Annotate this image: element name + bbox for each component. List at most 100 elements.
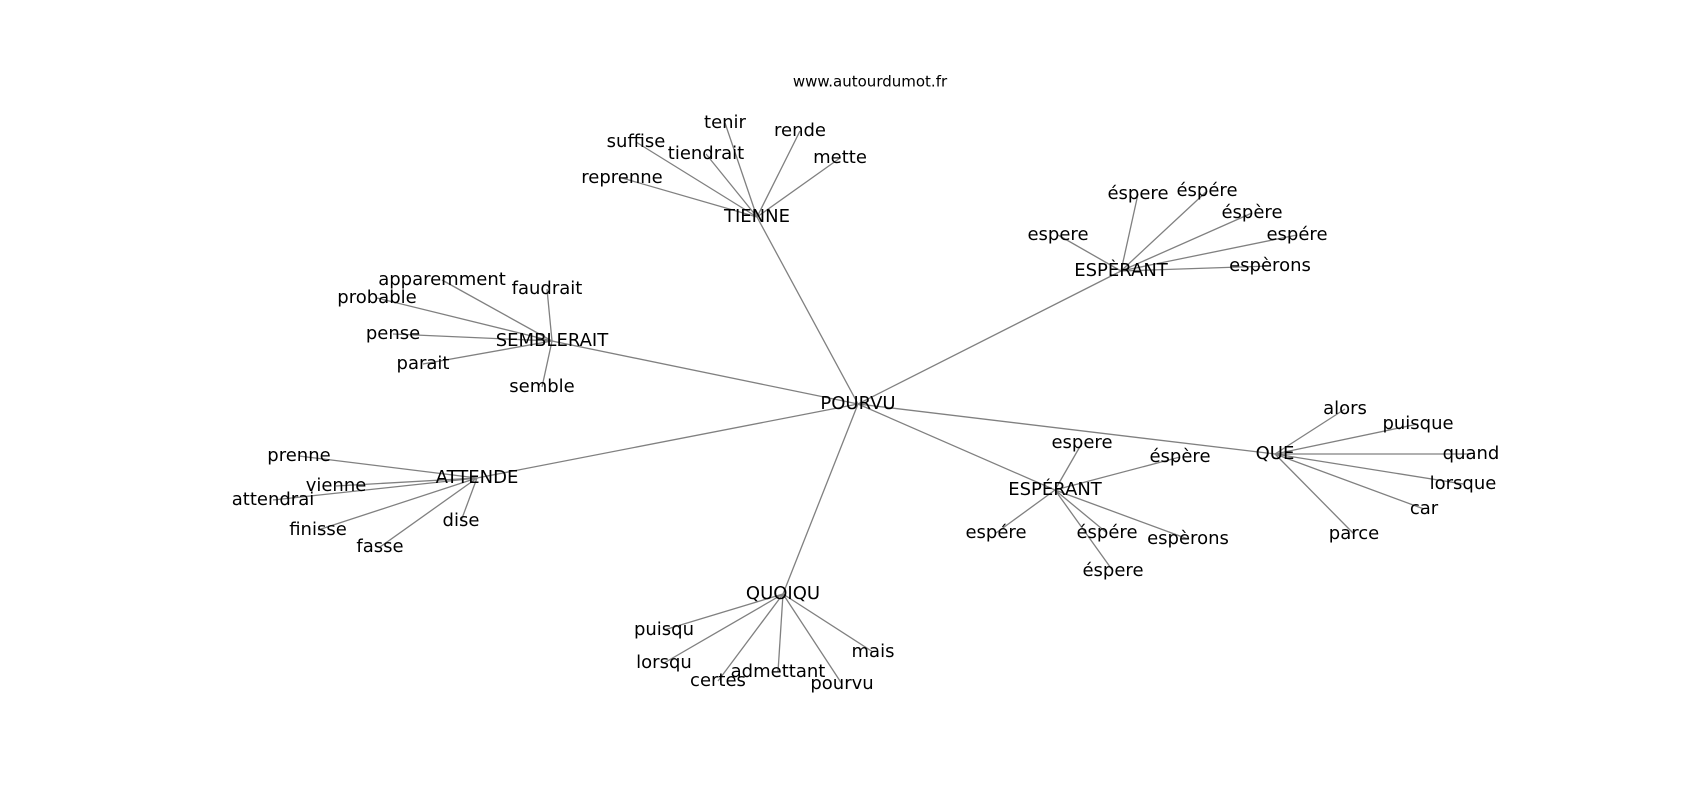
hub-word-node[interactable]: ATTENDE — [436, 467, 519, 488]
leaf-word-node[interactable]: parce — [1329, 523, 1379, 544]
edge-hub-word — [1274, 423, 1419, 455]
edge-hub-word — [717, 593, 784, 682]
leaf-word-node[interactable]: semble — [509, 376, 575, 397]
leaf-word-node[interactable]: éspère — [1149, 446, 1210, 467]
leaf-word-node[interactable]: tiendrait — [668, 143, 744, 164]
leaf-word-node[interactable]: faudrait — [512, 278, 583, 299]
edge-center-hub — [857, 270, 1122, 405]
hub-word-node[interactable]: SEMBLERAIT — [496, 330, 609, 351]
edge-hub-word — [1054, 442, 1083, 491]
edges — [272, 122, 1471, 685]
leaf-word-node[interactable]: éspere — [1082, 560, 1143, 581]
edge-hub-word — [541, 340, 553, 388]
leaf-word-node[interactable]: parait — [397, 353, 450, 374]
edge-hub-word — [272, 477, 478, 501]
edge-hub-word — [1274, 453, 1425, 510]
leaf-word-node[interactable]: dise — [443, 510, 480, 531]
leaf-word-node[interactable]: tenir — [704, 112, 747, 133]
hub-word-node[interactable]: TIENNE — [723, 206, 790, 227]
hub-word-node[interactable]: ESPÉRANT — [1008, 478, 1103, 500]
edge-hub-word — [1054, 489, 1114, 572]
leaf-word-node[interactable]: espere — [1051, 432, 1112, 453]
labels: www.autourdumot.fr TIENNE reprenne suffise… — [232, 73, 1500, 695]
edge-hub-word — [317, 477, 478, 531]
leaf-word-node[interactable]: finisse — [289, 519, 347, 540]
leaf-word-node[interactable]: éspere — [1107, 183, 1168, 204]
edge-center-hub — [756, 216, 859, 405]
edge-hub-word — [705, 153, 758, 218]
leaf-word-node[interactable]: éspère — [1221, 202, 1282, 223]
edge-hub-word — [1120, 265, 1271, 272]
edge-hub-word — [756, 157, 841, 218]
leaf-word-node[interactable]: prenne — [267, 445, 330, 466]
center-word-node[interactable]: POURVU — [820, 393, 895, 414]
edge-hub-word — [1120, 234, 1298, 272]
edge-hub-word — [724, 122, 758, 218]
edge-center-hub — [857, 403, 1276, 455]
edge-hub-word — [298, 455, 478, 479]
leaf-word-node[interactable]: éspére — [1076, 522, 1137, 543]
edge-hub-word — [441, 279, 553, 342]
edge-hub-word — [1054, 456, 1181, 491]
edge-hub-word — [621, 177, 758, 218]
hub-word-node[interactable]: QUOIQU — [746, 583, 820, 604]
edge-hub-word — [422, 340, 553, 365]
leaf-word-node[interactable]: apparemment — [378, 269, 506, 290]
leaf-word-node[interactable]: espèrons — [1229, 255, 1311, 276]
leaf-word-node[interactable]: probable — [337, 287, 416, 308]
leaf-word-node[interactable]: rende — [774, 120, 826, 141]
leaf-word-node[interactable]: lorsqu — [636, 652, 692, 673]
leaf-word-node[interactable]: lorsque — [1430, 473, 1497, 494]
edge-hub-word — [1054, 489, 1189, 540]
leaf-word-node[interactable]: certes — [690, 670, 746, 691]
edge-hub-word — [663, 593, 784, 631]
leaf-word-node[interactable]: éspére — [1176, 180, 1237, 201]
leaf-word-node[interactable]: reprenne — [581, 167, 662, 188]
edge-hub-word — [782, 593, 874, 653]
leaf-word-node[interactable]: alors — [1323, 398, 1367, 419]
leaf-word-node[interactable]: fasse — [356, 536, 403, 557]
leaf-word-node[interactable]: espèrons — [1147, 528, 1229, 549]
edge-hub-word — [1274, 408, 1346, 455]
leaf-word-node[interactable]: suffise — [607, 131, 666, 152]
leaf-word-node[interactable]: quand — [1443, 443, 1500, 464]
leaf-word-node[interactable]: car — [1410, 498, 1439, 519]
edge-hub-word — [1120, 212, 1253, 272]
leaf-word-node[interactable]: admettant — [731, 661, 826, 682]
leaf-word-node[interactable]: attendrai — [232, 489, 315, 510]
edge-hub-word — [1054, 489, 1108, 534]
edge-center-hub — [551, 340, 859, 405]
edge-hub-word — [460, 477, 478, 522]
leaf-word-node[interactable]: vienne — [306, 475, 367, 496]
hub-word-node[interactable]: ESPÈRANT — [1074, 259, 1169, 281]
hub-word-node[interactable]: QUE — [1256, 443, 1295, 464]
edge-center-hub — [782, 403, 859, 595]
leaf-word-node[interactable]: puisque — [1382, 413, 1453, 434]
edge-hub-word — [756, 130, 801, 218]
edge-hub-word — [777, 593, 784, 673]
leaf-word-node[interactable]: mais — [852, 641, 895, 662]
edge-hub-word — [635, 141, 758, 218]
leaf-word-node[interactable]: espére — [965, 522, 1026, 543]
leaf-word-node[interactable]: espere — [1027, 224, 1088, 245]
leaf-word-node[interactable]: pense — [366, 323, 420, 344]
edge-hub-word — [663, 593, 784, 664]
edge-center-hub — [857, 403, 1056, 491]
edge-hub-word — [1274, 453, 1355, 535]
edge-hub-word — [392, 333, 553, 342]
edge-hub-word — [995, 489, 1056, 534]
edge-hub-word — [546, 288, 553, 342]
edge-hub-word — [376, 297, 553, 342]
leaf-word-node[interactable]: espére — [1266, 224, 1327, 245]
edge-hub-word — [782, 593, 843, 685]
edge-hub-word — [1274, 453, 1464, 485]
edge-center-hub — [476, 403, 859, 479]
leaf-word-node[interactable]: mette — [813, 147, 867, 168]
source-label: www.autourdumot.fr — [793, 73, 948, 91]
edge-hub-word — [1057, 234, 1122, 272]
leaf-word-node[interactable]: puisqu — [634, 619, 694, 640]
edge-hub-word — [379, 477, 478, 548]
leaf-word-node[interactable]: pourvu — [810, 673, 873, 694]
edge-hub-word — [1120, 193, 1139, 272]
